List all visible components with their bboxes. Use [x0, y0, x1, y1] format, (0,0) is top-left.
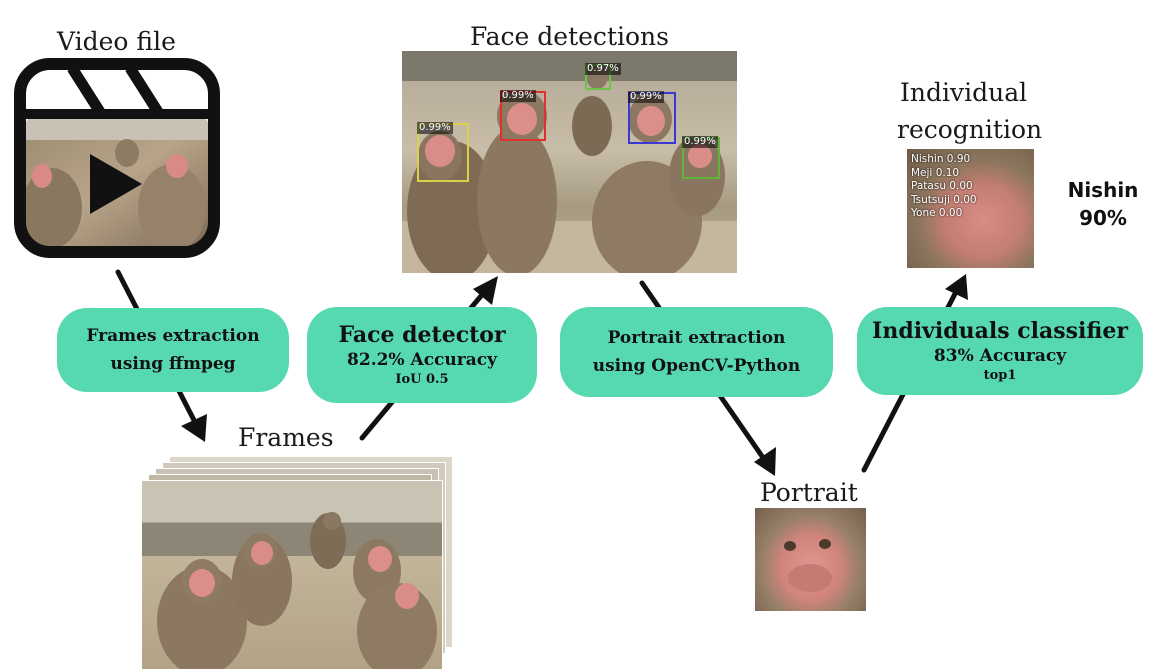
detection-score: 0.97%: [585, 63, 621, 75]
arrowhead-portrait: [754, 447, 776, 476]
recognition-score: Tsutsuji 0.00: [911, 193, 977, 206]
step-frames-extraction-line1: Frames extraction: [86, 326, 260, 346]
individual-recognition-label-line2: recognition: [897, 115, 1043, 144]
frames-stack: [141, 456, 453, 670]
arrowhead-detections: [473, 276, 498, 305]
step-frames-extraction-line2: using ffmpeg: [110, 354, 236, 374]
step-face-detector: Face detector 82.2% Accuracy IoU 0.5: [307, 307, 537, 403]
video-clapper-play-icon: [12, 58, 222, 260]
step-individuals-classifier-detail: top1: [983, 368, 1017, 383]
detection-score: 0.99%: [682, 136, 718, 148]
step-frames-extraction: Frames extraction using ffmpeg: [57, 308, 289, 392]
recognition-scores: Nishin 0.90 Meji 0.10 Patasu 0.00 Tsutsu…: [911, 153, 977, 221]
recognition-score: Yone 0.00: [911, 207, 963, 219]
arrowhead-frames: [181, 414, 207, 442]
detection-score: 0.99%: [500, 90, 536, 102]
recognition-image: Nishin 0.90 Meji 0.10 Patasu 0.00 Tsutsu…: [907, 149, 1034, 268]
step-face-detector-detail: IoU 0.5: [395, 372, 449, 387]
result-name: Nishin: [1067, 178, 1139, 202]
arrowhead-recognition: [945, 274, 968, 300]
recognition-score: Meji 0.10: [911, 166, 960, 179]
recognition-result: Nishin 90%: [1058, 176, 1148, 232]
result-percent: 90%: [1079, 206, 1127, 230]
detection-score: 0.99%: [628, 91, 664, 103]
step-portrait-extraction: Portrait extraction using OpenCV-Python: [560, 307, 833, 397]
step-face-detector-accuracy: 82.2% Accuracy: [347, 350, 497, 370]
frame-image: [141, 480, 443, 670]
step-individuals-classifier-title: Individuals classifier: [872, 318, 1128, 344]
step-portrait-extraction-line2: using OpenCV-Python: [592, 356, 801, 376]
portrait-label: Portrait: [760, 478, 858, 507]
recognition-score: Nishin 0.90: [911, 153, 971, 165]
recognition-score: Patasu 0.00: [911, 180, 973, 192]
step-face-detector-title: Face detector: [338, 322, 506, 348]
step-individuals-classifier-accuracy: 83% Accuracy: [933, 346, 1067, 366]
detection-score: 0.99%: [417, 122, 453, 134]
video-file-label: Video file: [57, 27, 176, 56]
portrait-image: [755, 508, 866, 611]
step-portrait-extraction-line1: Portrait extraction: [607, 328, 786, 348]
face-detections-image: 0.99% 0.99% 0.97% 0.99% 0.99%: [402, 51, 737, 273]
step-individuals-classifier: Individuals classifier 83% Accuracy top1: [857, 307, 1143, 395]
frames-label: Frames: [238, 423, 334, 452]
face-detections-label: Face detections: [470, 22, 669, 51]
individual-recognition-label-line1: Individual: [900, 78, 1028, 107]
